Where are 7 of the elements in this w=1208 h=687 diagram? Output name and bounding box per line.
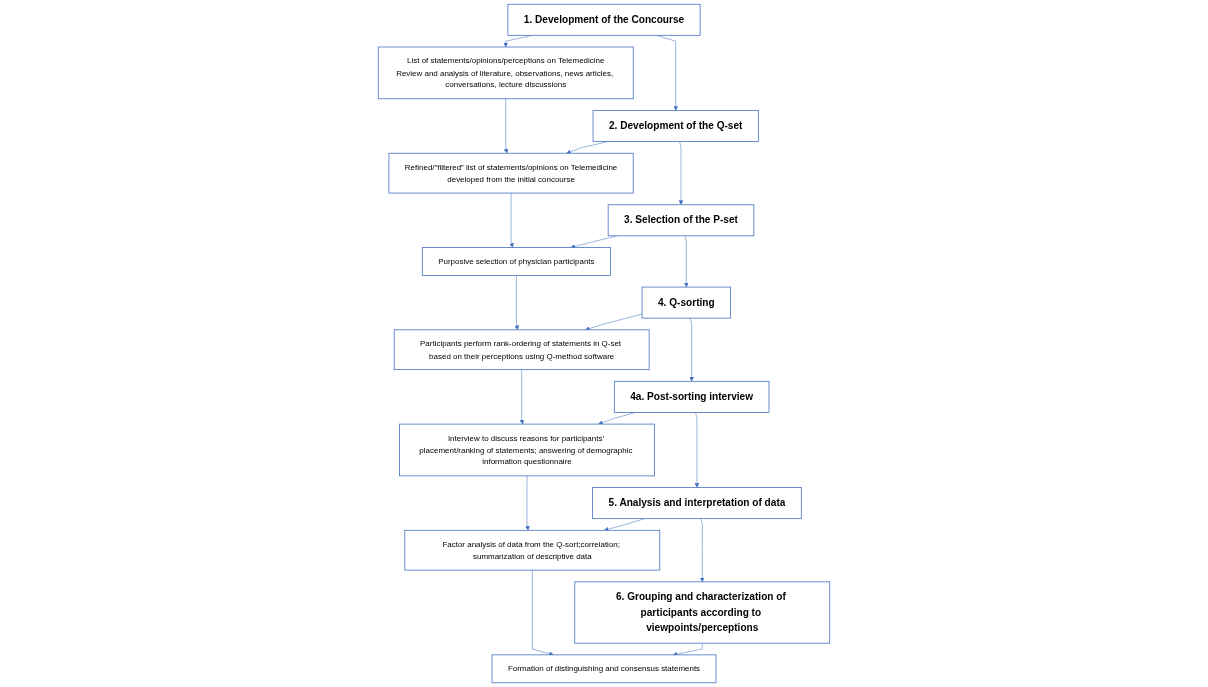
- node-box: 6. Grouping and characterization of participants according to viewpoints/perceptions: [574, 581, 831, 644]
- node-box: 4. Q-sorting: [641, 286, 731, 319]
- node-box: 4a. Post-sorting interview: [613, 380, 770, 413]
- node-box: 5. Analysis and interpretation of data: [592, 487, 802, 520]
- node-box: 3. Selection of the P-set: [607, 204, 755, 237]
- node-box: 1. Development of the Concourse: [507, 3, 701, 36]
- node-box: 2. Development of the Q-set: [592, 110, 759, 142]
